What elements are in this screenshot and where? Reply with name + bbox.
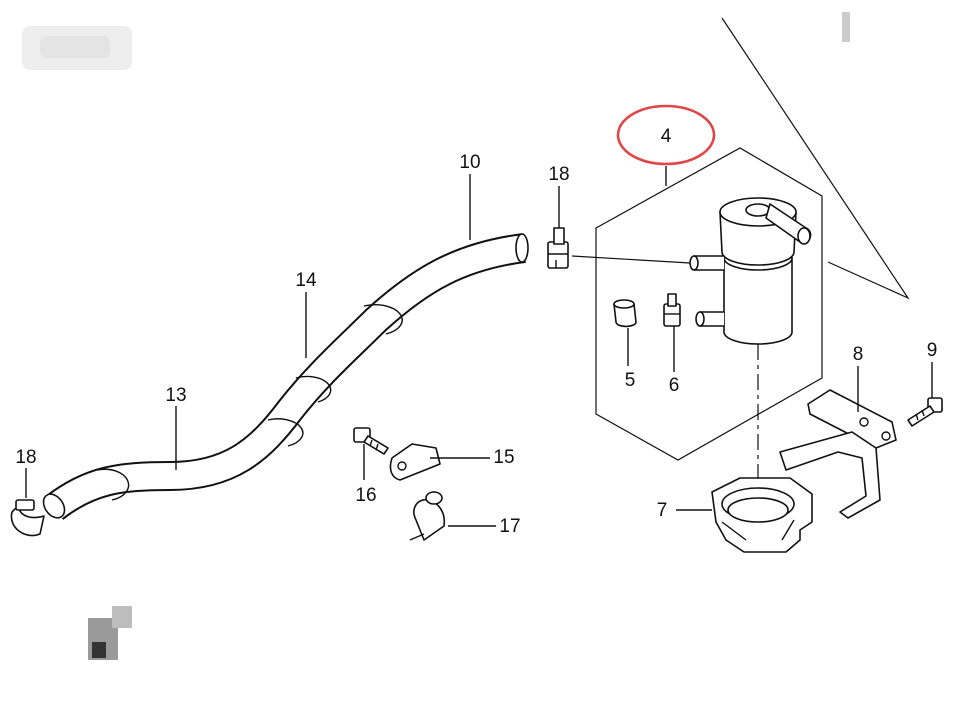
part-16-bolt[interactable] (353, 427, 389, 455)
blurred-watermark-bottom-left (88, 606, 132, 660)
part-7-ring-clamp[interactable] (711, 477, 813, 553)
part-4-filter[interactable] (689, 197, 812, 345)
label-part-6: 6 (669, 375, 680, 396)
part-5-cap[interactable] (613, 299, 637, 328)
leader-filter-to-clip (571, 255, 691, 264)
label-part-9: 9 (927, 340, 938, 361)
label-part-5: 5 (625, 370, 636, 391)
part-15-bracket[interactable] (389, 443, 441, 481)
blurred-mark-top-right (842, 12, 850, 42)
label-part-4: 4 (661, 126, 672, 147)
label-part-10: 10 (459, 152, 480, 173)
label-part-14: 14 (295, 270, 317, 291)
label-part-15: 15 (493, 447, 514, 468)
label-part-17: 17 (499, 516, 520, 537)
highlight-circle (616, 104, 716, 166)
blurred-watermark-top-left (22, 26, 132, 70)
label-part-16: 16 (355, 485, 376, 506)
part-18-clamp-lower[interactable] (10, 499, 45, 537)
part-8-bracket[interactable] (779, 389, 897, 519)
section-boundary-line (721, 17, 910, 300)
label-part-13: 13 (165, 385, 186, 406)
part-18-clip-upper[interactable] (547, 227, 569, 269)
label-part-18-upper: 18 (548, 164, 569, 185)
part-17-clamp[interactable] (409, 491, 446, 541)
assembly-box-4 (595, 147, 823, 461)
hose-assembly[interactable] (39, 233, 529, 522)
label-part-18-lower: 18 (15, 447, 36, 468)
label-part-7: 7 (657, 500, 668, 521)
part-9-bolt[interactable] (907, 397, 943, 427)
part-6-clip[interactable] (663, 293, 681, 327)
label-part-8: 8 (853, 344, 864, 365)
